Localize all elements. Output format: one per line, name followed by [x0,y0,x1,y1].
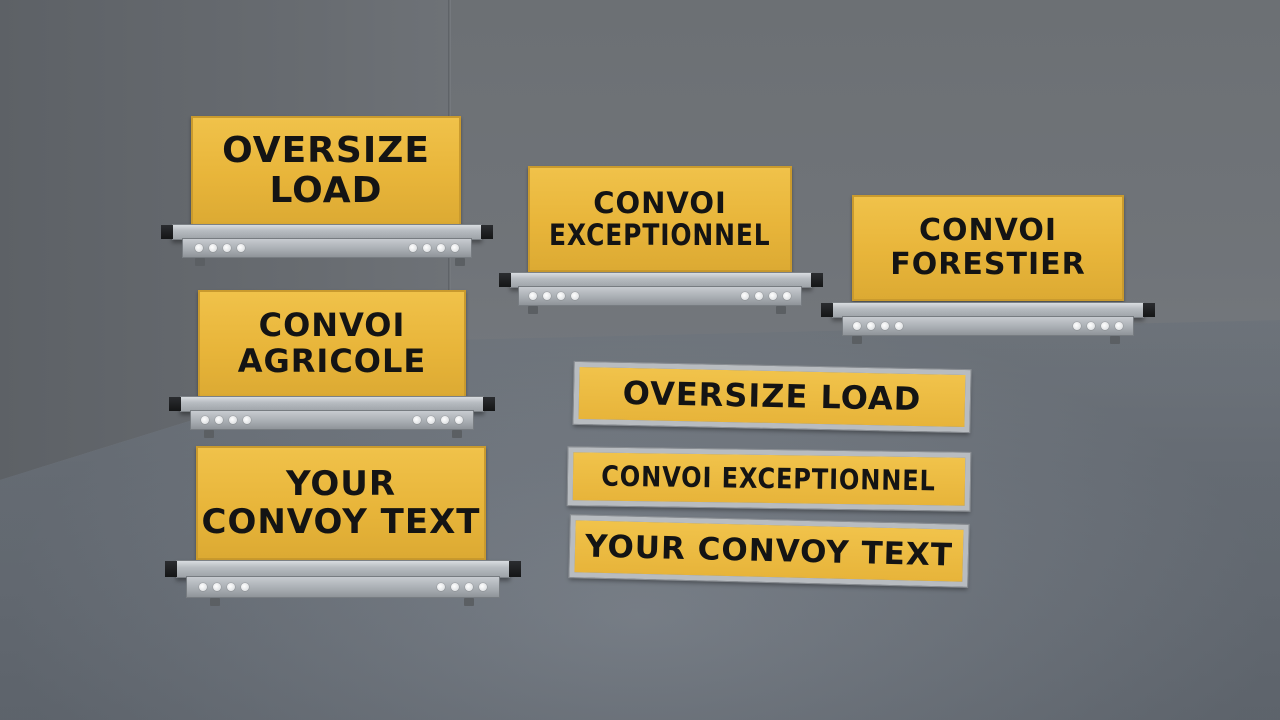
bar-end-cap [811,273,823,287]
bar-end-cap [499,273,511,287]
light-dot [451,583,459,591]
light-dot [423,244,431,252]
light-dot [755,292,763,300]
light-dot [241,583,249,591]
lights-left [199,583,249,591]
bar-end-cap [821,303,833,317]
plate-convoi-exceptionnel: CONVOI EXCEPTIONNEL [566,446,972,512]
light-dot [1101,322,1109,330]
bar-end-cap [169,397,181,411]
light-dot [437,583,445,591]
light-dot [867,322,875,330]
plate-text: OVERSIZE LOAD [622,373,922,419]
lights-left [201,416,251,424]
bar-end-cap [509,561,521,577]
light-dot [209,244,217,252]
plate-oversize-load: OVERSIZE LOAD [572,360,972,434]
bar-end-cap [483,397,495,411]
light-bar [190,410,474,430]
lights-left [853,322,903,330]
mount-clip [452,430,462,438]
sign-line-1: OVERSIZE [222,129,430,171]
sign-line-2: CONVOY TEXT [201,502,481,542]
sign-convoi-forestier: CONVOI FORESTIER [852,195,1124,301]
bar-end-cap [165,561,177,577]
mount-clip [528,306,538,314]
light-dot [215,416,223,424]
light-dot [213,583,221,591]
light-dot [571,292,579,300]
lights-left [195,244,245,252]
light-dot [1073,322,1081,330]
light-dot [441,416,449,424]
light-dot [227,583,235,591]
sign-line-2: AGRICOLE [237,342,427,380]
sign-convoi-agricole: CONVOI AGRICOLE [198,290,466,398]
lights-right [437,583,487,591]
light-dot [413,416,421,424]
sign-line-2: EXCEPTIONNEL [549,218,771,252]
mount-clip [210,598,220,606]
light-dot [1087,322,1095,330]
lights-left [529,292,579,300]
light-dot [881,322,889,330]
light-dot [895,322,903,330]
bar-end-cap [161,225,173,239]
sign-line-1: CONVOI [593,185,727,220]
light-dot [557,292,565,300]
light-dot [479,583,487,591]
sign-line-2: FORESTIER [890,247,1086,282]
light-dot [451,244,459,252]
mount-clip [1110,336,1120,344]
light-dot [223,244,231,252]
light-dot [783,292,791,300]
light-dot [465,583,473,591]
light-dot [243,416,251,424]
sign-line-2: LOAD [269,170,383,211]
light-dot [427,416,435,424]
light-bar [518,286,802,306]
sign-line-1: YOUR [285,463,397,504]
light-dot [229,416,237,424]
light-dot [237,244,245,252]
sign-convoi-exceptionnel: CONVOI EXCEPTIONNEL [528,166,792,272]
lights-right [1073,322,1123,330]
light-dot [455,416,463,424]
mount-clip [455,258,465,266]
light-dot [437,244,445,252]
light-dot [409,244,417,252]
light-dot [201,416,209,424]
bar-end-cap [1143,303,1155,317]
plate-text: CONVOI EXCEPTIONNEL [601,459,937,498]
bar-end-cap [481,225,493,239]
lights-right [413,416,463,424]
light-dot [741,292,749,300]
plate-text: YOUR CONVOY TEXT [584,528,954,574]
mount-clip [195,258,205,266]
light-dot [529,292,537,300]
light-dot [195,244,203,252]
sign-line-1: CONVOI [919,213,1057,249]
mount-clip [852,336,862,344]
sign-your-convoy-text: YOUR CONVOY TEXT [196,446,486,560]
light-bar [842,316,1134,336]
mount-clip [776,306,786,314]
mount-clip [464,598,474,606]
light-dot [769,292,777,300]
light-dot [199,583,207,591]
light-bar [186,576,500,598]
lights-right [409,244,459,252]
lights-right [741,292,791,300]
light-dot [853,322,861,330]
light-dot [543,292,551,300]
light-bar [182,238,472,258]
sign-oversize-load: OVERSIZE LOAD [191,116,461,226]
light-dot [1115,322,1123,330]
mount-clip [204,430,214,438]
sign-line-1: CONVOI [258,306,406,345]
plate-your-convoy-text: YOUR CONVOY TEXT [568,513,970,589]
